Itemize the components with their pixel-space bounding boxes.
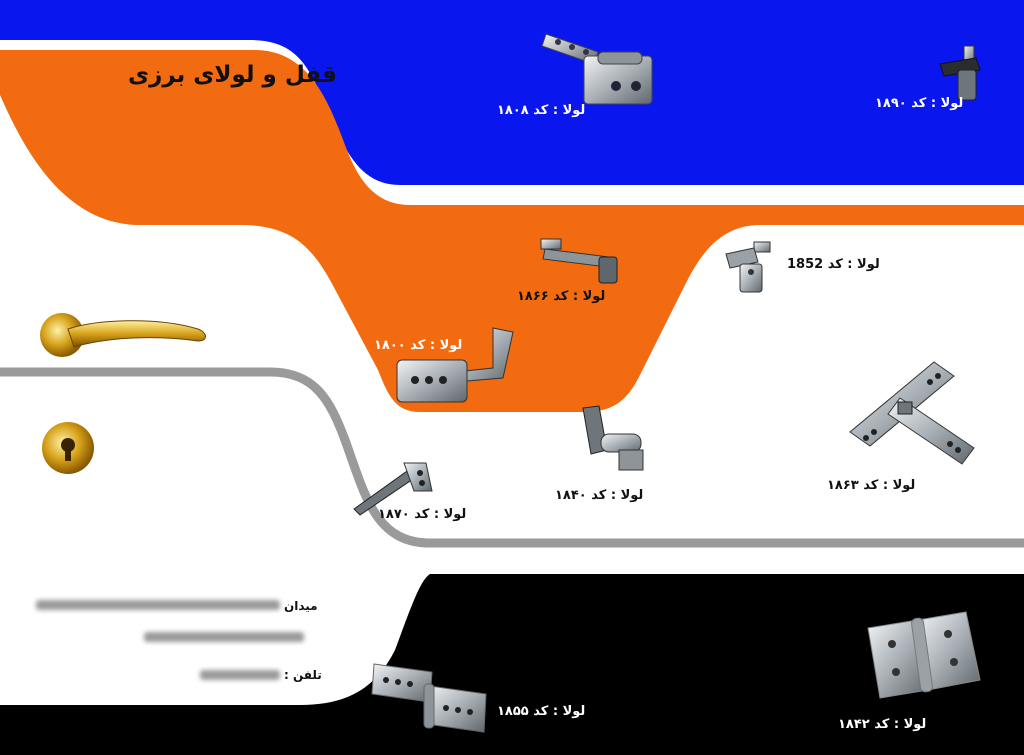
hinge-label-1800: لولا : کد ۱۸۰۰ bbox=[374, 338, 463, 353]
box-hinge-icon bbox=[396, 327, 514, 403]
blurred-address-line-1 bbox=[36, 600, 280, 610]
hinge-label-1890: لولا : کد ۱۸۹۰ bbox=[875, 96, 964, 111]
black-band bbox=[0, 574, 1024, 755]
hinge-label-1866: لولا : کد ۱۸۶۶ bbox=[517, 289, 606, 304]
hinge-label-1808: لولا : کد ۱۸۰۸ bbox=[497, 103, 586, 118]
hinge-label-1863: لولا : کد ۱۸۶۳ bbox=[827, 478, 916, 493]
hinge-label-1842: لولا : کد ۱۸۴۲ bbox=[838, 717, 927, 732]
strap-hinge-icon bbox=[353, 462, 433, 516]
lift-off-hinge-icon bbox=[371, 663, 487, 733]
contact-phone-label: تلفن : bbox=[284, 668, 322, 682]
contact-square-label: میدان bbox=[284, 599, 318, 613]
hinge-label-1855: لولا : کد ۱۸۵۵ bbox=[497, 704, 586, 719]
bent-hinge-icon bbox=[540, 238, 618, 284]
blurred-phone-number bbox=[200, 670, 280, 680]
blue-band bbox=[0, 0, 1024, 185]
small-hinge-icon bbox=[939, 45, 981, 101]
hinge-label-1840: لولا : کد ۱۸۴۰ bbox=[555, 488, 644, 503]
hinge-label-1870: لولا : کد ۱۸۷۰ bbox=[378, 507, 467, 522]
page-title: قفل و لولای برزی bbox=[128, 62, 337, 88]
cross-hinge-icon bbox=[849, 361, 975, 465]
blurred-address-line-2 bbox=[144, 632, 304, 642]
butt-hinge-icon bbox=[867, 611, 981, 699]
grey-curve bbox=[0, 367, 1024, 548]
barrel-hinge-icon bbox=[582, 405, 644, 471]
small-hinge-icon bbox=[725, 241, 771, 293]
hinge-label-1852: لولا : کد 1852 bbox=[787, 257, 880, 272]
keyhole-escutcheon-icon bbox=[42, 422, 94, 474]
door-handle-icon bbox=[40, 313, 206, 357]
plate-hinge-icon bbox=[541, 33, 653, 105]
orange-band bbox=[0, 50, 1024, 412]
